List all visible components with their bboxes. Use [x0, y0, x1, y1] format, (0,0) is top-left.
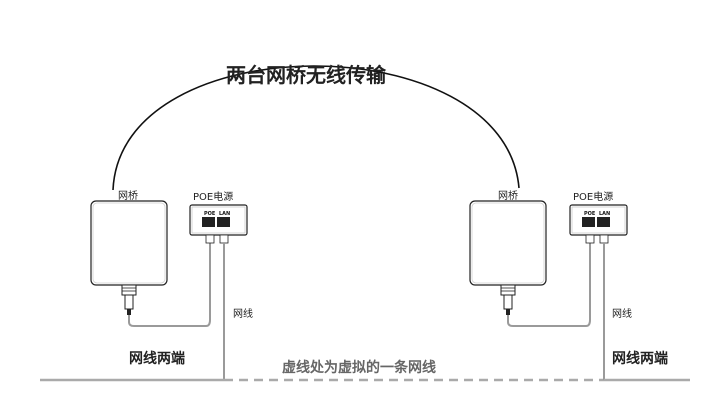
right-bridge-cable [507, 240, 591, 327]
right-poe-device: POE LAN [569, 204, 628, 244]
left-cable-label: 网线 [233, 307, 253, 320]
right-poe-port-poe [582, 217, 595, 227]
right-poe-label: POE电源 [573, 190, 613, 203]
left-cable-ends-label: 网线两端 [129, 350, 185, 367]
right-poe-port-lan-label: LAN [599, 211, 610, 217]
left-poe-port-lan [217, 217, 230, 227]
right-bridge-device [469, 200, 547, 315]
virtual-cable-note: 虚线处为虚拟的一条网线 [282, 359, 436, 376]
left-bridge-label: 网桥 [118, 190, 138, 202]
left-poe-port-poe-label: POE [204, 211, 216, 217]
left-poe-device: POE LAN [189, 204, 248, 244]
diagram-title: 两台网桥无线传输 [226, 63, 387, 87]
wireless-link-arc [112, 65, 520, 191]
right-cable-ends-label: 网线两端 [612, 350, 668, 367]
left-poe-port-poe [202, 217, 215, 227]
left-bridge-cable [128, 240, 211, 327]
right-poe-port-poe-label: POE [584, 211, 596, 217]
right-cable-label: 网线 [612, 307, 632, 320]
left-poe-label: POE电源 [193, 190, 233, 203]
left-poe-port-lan-label: LAN [219, 211, 230, 217]
left-bridge-device [90, 200, 168, 315]
right-poe-port-lan [597, 217, 610, 227]
right-bridge-label: 网桥 [498, 190, 518, 202]
